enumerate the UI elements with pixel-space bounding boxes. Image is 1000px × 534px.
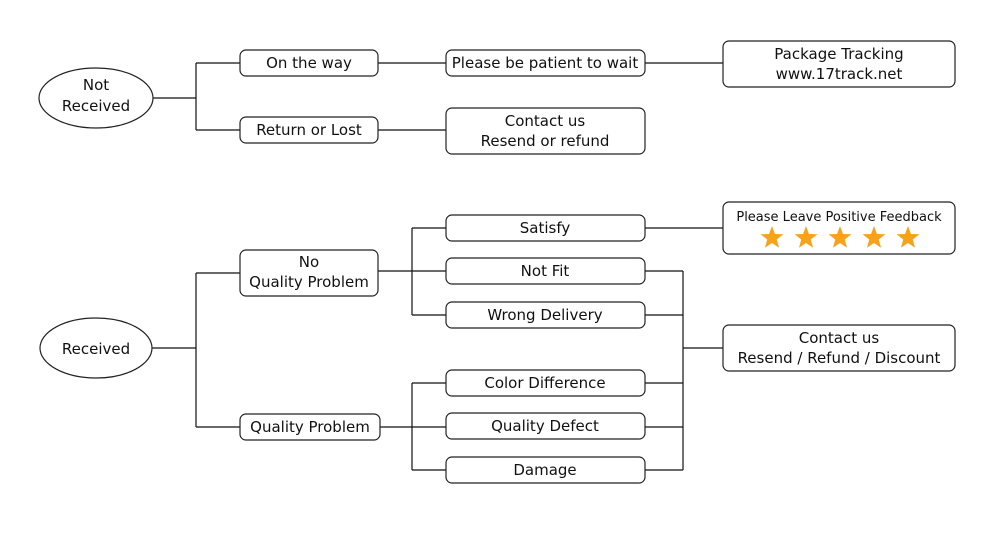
star-icon <box>760 226 784 248</box>
resend-refund-discount-label: Resend / Refund / Discount <box>738 349 941 367</box>
no-label: No <box>299 253 319 271</box>
return-or-lost-label: Return or Lost <box>256 121 362 139</box>
resend-or-refund-label: Resend or refund <box>481 132 610 150</box>
star-icon <box>862 226 886 248</box>
tracking-url-label: www.17track.net <box>776 65 903 83</box>
node-contact-resend-refund: Contact us Resend or refund <box>445 107 646 155</box>
node-quality-problem: Quality Problem <box>239 413 381 441</box>
not-received-label-line2: Received <box>62 97 130 115</box>
contact-us-label-2: Contact us <box>799 329 880 347</box>
not-received-label-line1: Not <box>83 76 109 94</box>
star-icon <box>828 226 852 248</box>
node-damage: Damage <box>445 456 646 484</box>
feedback-label: Please Leave Positive Feedback <box>736 210 942 225</box>
node-wrong-delivery: Wrong Delivery <box>445 301 646 329</box>
node-be-patient: Please be patient to wait <box>445 49 646 77</box>
node-quality-defect: Quality Defect <box>445 412 646 440</box>
wrong-delivery-label: Wrong Delivery <box>487 306 602 324</box>
damage-label: Damage <box>513 461 576 479</box>
package-tracking-label: Package Tracking <box>774 45 903 63</box>
star-rating <box>760 226 920 248</box>
node-on-the-way: On the way <box>239 49 379 77</box>
contact-us-label: Contact us <box>505 112 586 130</box>
node-positive-feedback: Please Leave Positive Feedback <box>722 201 956 255</box>
node-no-quality-problem: No Quality Problem <box>239 249 379 297</box>
node-package-tracking: Package Tracking www.17track.net <box>722 40 956 88</box>
quality-problem-box-label: Quality Problem <box>250 418 370 436</box>
satisfy-label: Satisfy <box>520 219 571 237</box>
node-contact-resend-refund-discount: Contact us Resend / Refund / Discount <box>722 324 956 372</box>
received-label: Received <box>62 340 130 358</box>
not-fit-label: Not Fit <box>521 262 570 280</box>
node-return-or-lost: Return or Lost <box>239 116 379 144</box>
quality-defect-label: Quality Defect <box>491 417 599 435</box>
quality-problem-label: Quality Problem <box>249 273 369 291</box>
star-icon <box>794 226 818 248</box>
on-the-way-label: On the way <box>266 54 352 72</box>
node-satisfy: Satisfy <box>445 214 646 242</box>
connectors-received <box>149 227 723 471</box>
node-not-fit: Not Fit <box>445 257 646 285</box>
node-not-received: Not Received <box>38 67 154 129</box>
star-icon <box>896 226 920 248</box>
node-received: Received <box>39 317 153 379</box>
color-difference-label: Color Difference <box>484 374 605 392</box>
connectors-not-received <box>137 62 723 131</box>
node-color-difference: Color Difference <box>445 369 646 397</box>
be-patient-label: Please be patient to wait <box>452 54 639 72</box>
